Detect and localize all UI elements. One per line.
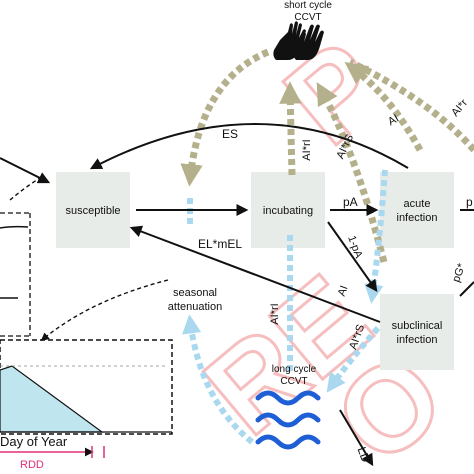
edge-label-es: ES (222, 127, 238, 141)
subclinical-label-line2: infection (397, 334, 438, 346)
short-cycle-arrows (180, 48, 474, 263)
short-cycle-label-line2: CCVT (294, 12, 321, 23)
edge-label-one-minus-pa: 1-pA (345, 234, 364, 261)
transition-arrows (0, 123, 474, 467)
short-cycle-label-line1: short cycle (284, 0, 332, 11)
left-panel-fragment (0, 212, 31, 337)
seasonal-inset-plot (0, 339, 173, 458)
susceptible-label: susceptible (65, 205, 120, 217)
edge-label-pa: pA (343, 195, 358, 209)
inset-xlabel: Day of Year (0, 434, 68, 449)
incubating-label: incubating (263, 205, 313, 217)
edge-label-ai-mid: AI (336, 284, 351, 298)
acute-label-line1: acute (404, 198, 431, 210)
edge-label-pg: pG* (450, 261, 468, 284)
acute-label-line2: infection (397, 212, 438, 224)
long-cycle-label-line1: long cycle (272, 364, 317, 375)
acute-infection-node (380, 172, 454, 248)
subclinical-infection-node (380, 294, 454, 370)
edge-label-ai-ri-bottom: AI*rI (269, 303, 281, 324)
water-waves-icon (255, 390, 321, 450)
edge-label-ai-ri-top: AI*rI (301, 139, 313, 160)
susceptible-node (56, 172, 130, 248)
subclinical-label-line1: subclinical (392, 320, 443, 332)
hands-icon (273, 21, 324, 60)
edge-label-el-mel: EL*mEL (198, 237, 242, 251)
edge-label-ai-r-top: AI*r (449, 97, 470, 119)
edge-label-ld: LD (355, 445, 374, 465)
seasonal-label-line2: attenuation (168, 301, 222, 313)
edge-label-p: p (466, 195, 473, 209)
inset-rdd-label: RDD (20, 459, 44, 471)
edge-label-ai-top: AI (386, 113, 401, 129)
long-cycle-label-line2: CCVT (280, 376, 307, 387)
seasonal-label-line1: seasonal (173, 287, 217, 299)
